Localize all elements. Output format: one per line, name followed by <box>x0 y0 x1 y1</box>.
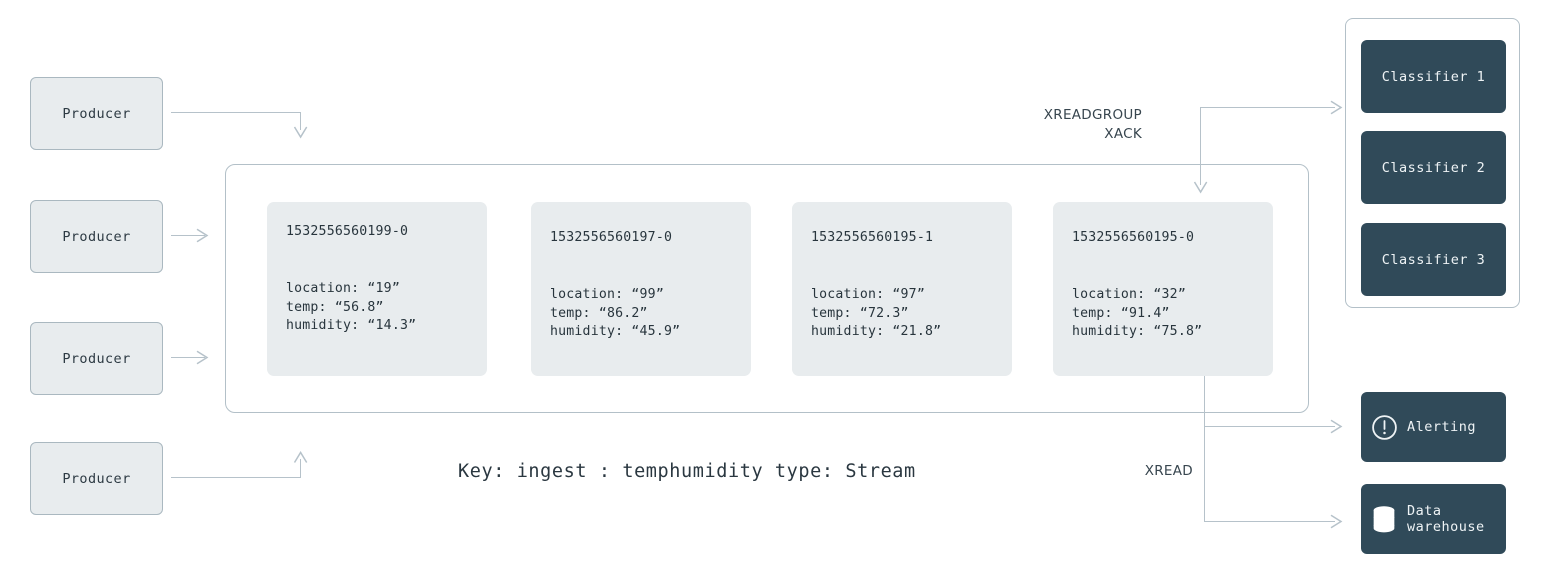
connector-xread-warehouse <box>1204 521 1335 523</box>
connector-xreadgroup-h <box>1200 107 1335 109</box>
classifier-label: Classifier 1 <box>1381 68 1486 85</box>
stream-message-card-1[interactable]: 1532556560199-0 location: “19” temp: “56… <box>267 202 487 376</box>
connector-producer4-h <box>171 477 301 479</box>
message-id: 1532556560199-0 <box>286 224 409 239</box>
connector-xread-alerting <box>1204 426 1335 428</box>
data-warehouse-label: Data warehouse <box>1407 502 1485 536</box>
connector-producer3-h <box>171 357 205 359</box>
arrowhead-xread-warehouse <box>1330 514 1343 529</box>
message-id: 1532556560195-0 <box>1072 230 1195 245</box>
alerting-node[interactable]: Alerting <box>1361 392 1506 462</box>
producer-node-3[interactable]: Producer <box>30 322 163 395</box>
connector-producer1-h <box>171 112 301 114</box>
message-fields: location: “99” temp: “86.2” humidity: “4… <box>550 287 681 339</box>
xread-command-label: XREAD <box>1144 463 1193 479</box>
connector-xread-v <box>1204 376 1206 522</box>
message-id: 1532556560197-0 <box>550 230 673 245</box>
connector-producer1-v <box>300 112 302 130</box>
classifier-node-2[interactable]: Classifier 2 <box>1361 131 1506 204</box>
stream-key-label: Key: ingest : temphumidity type: Stream <box>458 461 916 482</box>
classifier-label: Classifier 3 <box>1381 251 1486 268</box>
producer-label: Producer <box>62 228 131 245</box>
stream-message-card-2[interactable]: 1532556560197-0 location: “99” temp: “86… <box>531 202 751 376</box>
arrowhead-producer2 <box>196 228 209 243</box>
arrowhead-producer3 <box>196 350 209 365</box>
arrowhead-producer1 <box>293 126 308 139</box>
producer-label: Producer <box>62 105 131 122</box>
producer-node-1[interactable]: Producer <box>30 77 163 150</box>
arrowhead-xread-alerting <box>1330 419 1343 434</box>
message-fields: location: “32” temp: “91.4” humidity: “7… <box>1072 287 1203 339</box>
producer-node-2[interactable]: Producer <box>30 200 163 273</box>
message-fields: location: “97” temp: “72.3” humidity: “2… <box>811 287 942 339</box>
consumer-group-panel: Classifier 1 Classifier 2 Classifier 3 <box>1345 18 1520 308</box>
data-warehouse-node[interactable]: Data warehouse <box>1361 484 1506 554</box>
producer-label: Producer <box>62 350 131 367</box>
alert-circle-icon <box>1361 414 1407 441</box>
message-id: 1532556560195-1 <box>811 230 934 245</box>
stream-message-card-3[interactable]: 1532556560195-1 location: “97” temp: “72… <box>792 202 1012 376</box>
stream-message-card-4[interactable]: 1532556560195-0 location: “32” temp: “91… <box>1053 202 1273 376</box>
producer-label: Producer <box>62 470 131 487</box>
message-fields: location: “19” temp: “56.8” humidity: “1… <box>286 281 417 333</box>
connector-xreadgroup-v <box>1200 107 1202 185</box>
arrowhead-producer4 <box>293 451 308 463</box>
classifier-node-1[interactable]: Classifier 1 <box>1361 40 1506 113</box>
arrowhead-xreadgroup-stream <box>1193 181 1208 194</box>
connector-producer4-v <box>300 459 302 478</box>
alerting-label: Alerting <box>1407 418 1477 435</box>
connector-producer2-h <box>171 235 205 237</box>
classifier-node-3[interactable]: Classifier 3 <box>1361 223 1506 296</box>
classifier-label: Classifier 2 <box>1381 159 1486 176</box>
arrowhead-xreadgroup-classifiers <box>1330 100 1343 115</box>
xreadgroup-command-label: XREADGROUP XACK <box>1043 107 1142 142</box>
producer-node-4[interactable]: Producer <box>30 442 163 515</box>
database-icon <box>1361 503 1407 535</box>
